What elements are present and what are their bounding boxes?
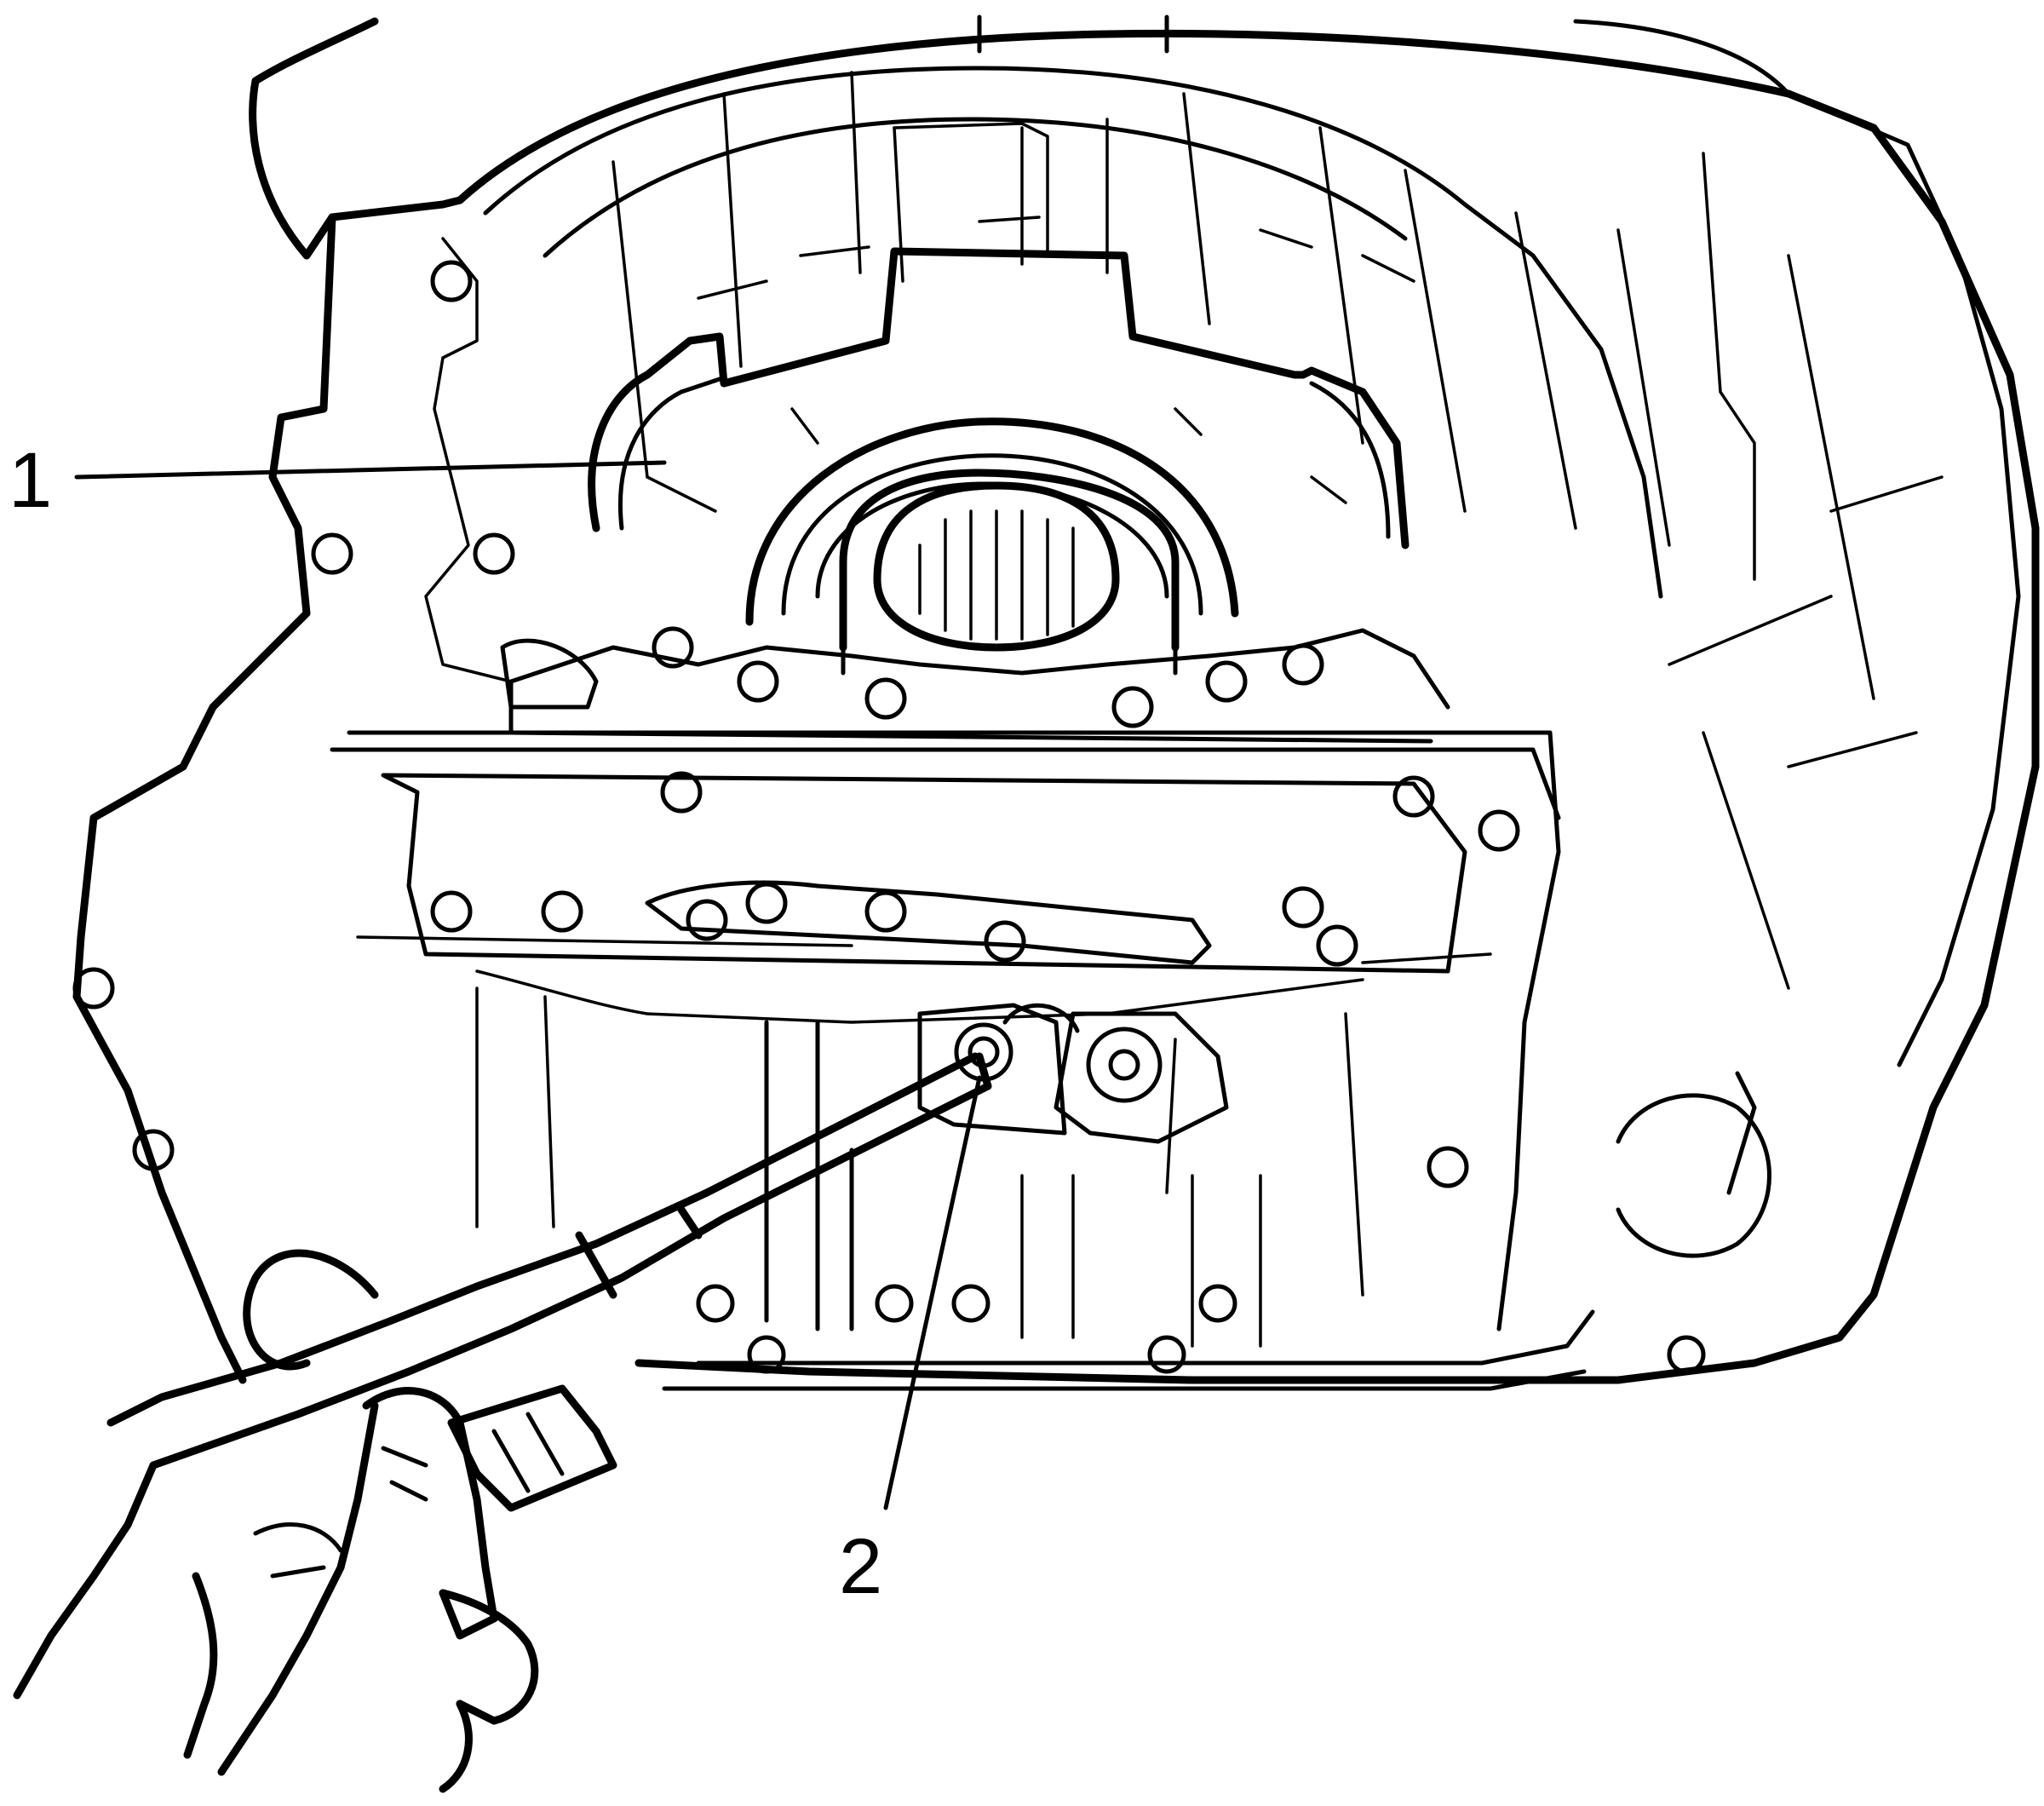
clutch-drum-ribs <box>483 66 1944 990</box>
transmission-housing <box>72 14 2040 1384</box>
bolt-heads <box>72 260 1706 1374</box>
callout-1-leader-line <box>74 460 667 480</box>
callout-2-leader-line <box>883 1075 982 1510</box>
lower-case <box>662 1003 1771 1391</box>
hand <box>13 1387 539 1793</box>
wrench-tool <box>106 1052 992 1512</box>
valve-body <box>330 730 1561 1331</box>
callout-1: 1 <box>9 437 667 524</box>
callout-2: 2 <box>839 1075 982 1610</box>
oil-pump-assembly <box>588 247 1410 676</box>
callout-2-label: 2 <box>839 1523 882 1610</box>
callout-1-label: 1 <box>9 437 52 524</box>
